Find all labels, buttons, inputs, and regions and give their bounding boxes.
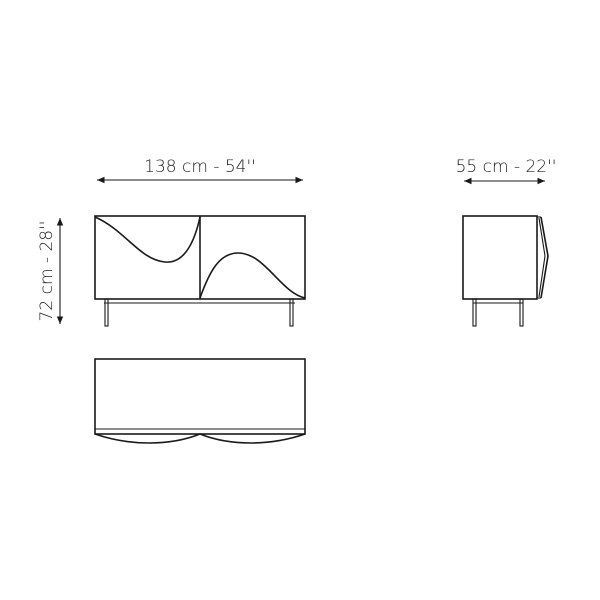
left-door-wave bbox=[94, 216, 201, 263]
door-profile bbox=[540, 216, 549, 299]
door-bulge bbox=[94, 433, 306, 444]
side-view bbox=[462, 215, 549, 327]
front-view bbox=[94, 215, 306, 327]
leg bbox=[289, 298, 294, 327]
depth-label: 55 cm - 22'' bbox=[456, 157, 557, 177]
leg bbox=[472, 298, 477, 327]
height-label: 72 cm - 28'' bbox=[37, 221, 57, 322]
right-door-wave bbox=[199, 252, 306, 299]
leg bbox=[519, 298, 524, 327]
leg bbox=[104, 298, 109, 327]
top-view bbox=[94, 358, 306, 444]
width-label: 138 cm - 54'' bbox=[144, 157, 256, 177]
